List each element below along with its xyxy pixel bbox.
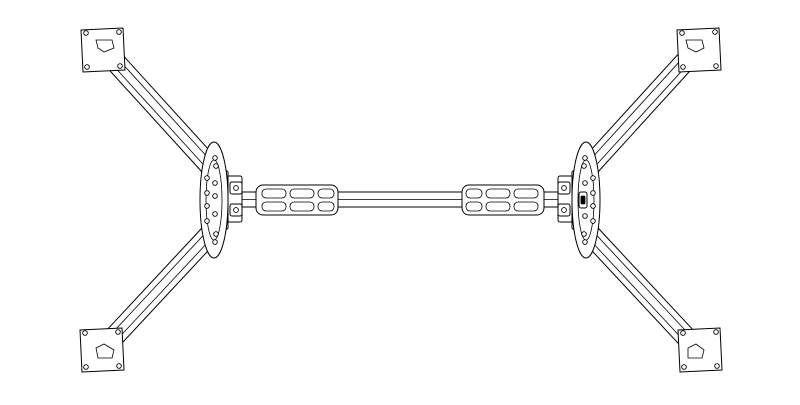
foot-pad-top-right: [677, 28, 721, 72]
foot-pad-top-left: [81, 28, 125, 72]
foot-pad-bottom-right: [678, 328, 722, 372]
foot-pad-bottom-left: [80, 328, 124, 372]
hub-left: [200, 142, 242, 258]
slotted-bracket-left: [256, 185, 338, 215]
slotted-bracket-right: [462, 185, 544, 215]
hub-right: [558, 142, 600, 258]
